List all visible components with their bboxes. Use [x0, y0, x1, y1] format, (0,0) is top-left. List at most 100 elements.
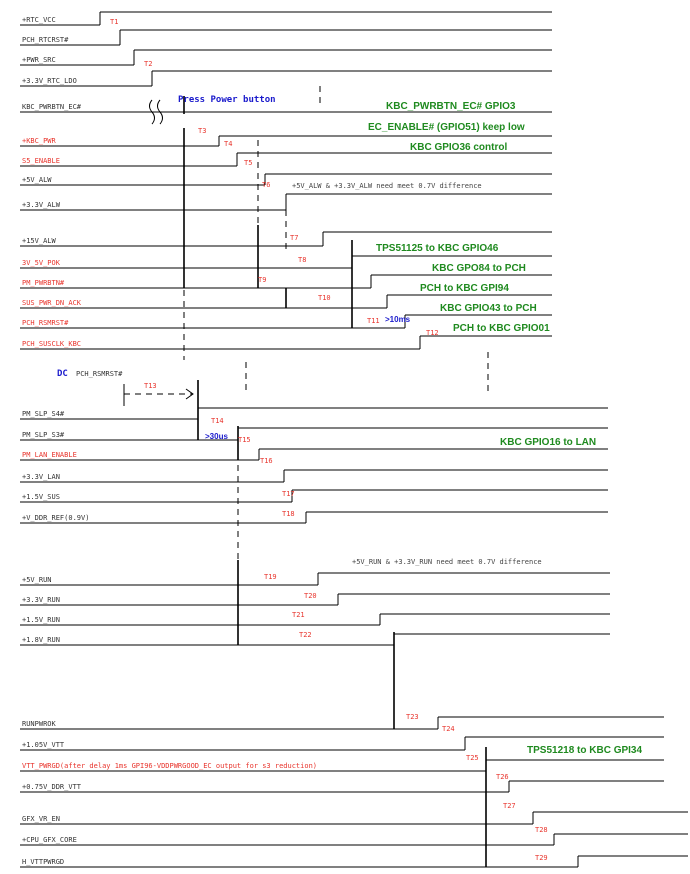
waveform-v15_run: [20, 613, 610, 626]
kbc-gpio36-note: KBC GPIO36 control: [410, 142, 507, 153]
waveform-pm_pwrbtn: [20, 274, 552, 289]
timing-t25: T25: [466, 754, 479, 762]
timing-t6: T6: [262, 181, 270, 189]
signal-label-v15_run: +1.5V_RUN: [22, 616, 60, 624]
timing-t23: T23: [406, 713, 419, 721]
signal-label-v33_alw: +3.3V_ALW: [22, 201, 61, 209]
dc-note: DC: [57, 369, 68, 379]
signal-label-v15_sus: +1.5V_SUS: [22, 493, 60, 501]
signal-label-v33_run: +3.3V_RUN: [22, 596, 60, 604]
signal-label-cpu_gfx: +CPU_GFX_CORE: [22, 836, 77, 844]
timing-t7: T7: [290, 234, 298, 242]
signal-label-v15_alw: +15V_ALW: [22, 237, 57, 245]
timing-t2: T2: [144, 60, 152, 68]
tps51218-note: TPS51218 to KBC GPI34: [527, 745, 642, 756]
timing-t19: T19: [264, 573, 277, 581]
signal-label-gfx_vr_en: GFX_VR_EN: [22, 815, 60, 823]
signal-label-ddr_vtt: +0.75V_DDR_VTT: [22, 783, 82, 791]
waveform-rtc_ldo: [20, 70, 552, 87]
signal-label-rtc_vcc: +RTC_VCC: [22, 16, 56, 24]
signal-label-rtc_ldo: +3.3V_RTC_LDO: [22, 77, 77, 85]
timing-t17: T17: [282, 490, 295, 498]
waveform-h_vttpwrgd: [20, 855, 688, 868]
signal-label-v5_alw: +5V_ALW: [22, 176, 52, 184]
signal-label-kbc_pwrbtn: KBC_PWRBTN_EC#: [22, 103, 82, 111]
waveform-ddr_vtt: [20, 780, 664, 793]
alw-difference-note: +5V_ALW & +3.3V_ALW need meet 0.7V diffe…: [292, 182, 482, 190]
signal-labels: +RTC_VCCPCH_RTCRST#+PWR_SRC+3.3V_RTC_LDO…: [22, 16, 317, 866]
timing-t4: T4: [224, 140, 232, 148]
signal-label-vtt_pwrgd: VTT_PWRGD(after delay 1ms GPI96-VDDPWRGO…: [22, 762, 317, 770]
press-power-note: Press Power button: [178, 95, 276, 105]
waveform-runpwrok: [20, 716, 664, 730]
waveform-sus_ack: [20, 294, 552, 309]
signal-label-s5_enable: S5_ENABLE: [22, 157, 60, 165]
waveform-ddr_ref: [20, 511, 608, 524]
kbc-gpo84-note: KBC GPO84 to PCH: [432, 263, 526, 274]
kbc-gpio16-note: KBC GPIO16 to LAN: [500, 437, 596, 448]
timing-t5: T5: [244, 159, 252, 167]
timing-t29: T29: [535, 854, 548, 862]
timing-t1: T1: [110, 18, 118, 26]
signal-label-pok: 3V_5V_POK: [22, 259, 61, 267]
timing-t10: T10: [318, 294, 331, 302]
timing-t11: T11: [367, 317, 380, 325]
signal-label-v18_run: +1.8V_RUN: [22, 636, 60, 644]
dashed-guides: [183, 86, 489, 560]
waveform-v18_run: [20, 633, 610, 646]
signal-label-v33_lan: +3.3V_LAN: [22, 473, 60, 481]
signal-label-slp_s4: PM_SLP_S4#: [22, 410, 65, 418]
waveform-v15_sus: [20, 489, 608, 503]
timing-labels: T1T2T3T4T5T6T7T8T9T10T11T12T13T14T15T16T…: [110, 18, 548, 862]
button-press-squiggle-icon: [149, 99, 182, 125]
waveform-pch_rtcrst: [20, 29, 552, 46]
ec-enable-note: EC_ENABLE# (GPIO51) keep low: [368, 122, 525, 133]
waveform-v15_alw: [20, 231, 552, 247]
kbc-gpio3-note: KBC_PWRBTN_EC# GPIO3: [386, 101, 516, 112]
signal-waveforms: [20, 11, 688, 868]
t13-arrow: [123, 384, 194, 406]
gt30us-note: >30us: [205, 432, 228, 441]
waveform-v5_alw: [20, 173, 552, 186]
waveform-pwr_src: [20, 49, 552, 66]
signal-label-susclk: PCH_SUSCLK_KBC: [22, 340, 81, 348]
timing-t24: T24: [442, 725, 455, 733]
waveform-s5_enable: [20, 152, 552, 167]
signal-label-sus_ack: SUS_PWR_DN_ACK: [22, 299, 82, 307]
run-difference-note: +5V_RUN & +3.3V_RUN need meet 0.7V diffe…: [352, 558, 542, 566]
waveform-slp_s4: [20, 407, 608, 420]
waveform-rtc_vcc: [20, 11, 552, 26]
timing-t16: T16: [260, 457, 273, 465]
tps51125-note: TPS51125 to KBC GPIO46: [376, 243, 499, 254]
timing-t8: T8: [298, 256, 306, 264]
timing-t22: T22: [299, 631, 312, 639]
timing-t12: T12: [426, 329, 439, 337]
signal-label-pm_pwrbtn: PM_PWRBTN#: [22, 279, 65, 287]
signal-label-pch_rsmrst: PCH_RSMRST#: [22, 319, 69, 327]
timing-t3: T3: [198, 127, 206, 135]
waveform-gfx_vr_en: [20, 811, 688, 825]
signal-label-slp_s3: PM_SLP_S3#: [22, 431, 65, 439]
waveform-cpu_gfx: [20, 833, 688, 846]
timing-t28: T28: [535, 826, 548, 834]
timing-t15: T15: [238, 436, 251, 444]
signal-label-kbc_pwr: +KBC_PWR: [22, 137, 57, 145]
waveform-v33_lan: [20, 469, 608, 483]
waveform-lan_en: [20, 448, 608, 461]
signal-label-ddr_ref: +V_DDR_REF(0.9V): [22, 514, 89, 522]
timing-t26: T26: [496, 773, 509, 781]
signal-label-v5_run: +5V_RUN: [22, 576, 52, 584]
timing-t13: T13: [144, 382, 157, 390]
signal-label-runpwrok: RUNPWROK: [22, 720, 57, 728]
waveform-pch_rsmrst: [20, 314, 552, 329]
waveform-v105_vtt: [20, 736, 664, 751]
waveform-susclk: [20, 335, 552, 350]
signal-label-v105_vtt: +1.05V_VTT: [22, 741, 65, 749]
signal-label-pwr_src: +PWR_SRC: [22, 56, 56, 64]
timing-t27: T27: [503, 802, 516, 810]
waveform-v33_alw: [20, 193, 552, 211]
timing-t18: T18: [282, 510, 295, 518]
signal-label-h_vttpwrgd: H_VTTPWRGD: [22, 858, 64, 866]
timing-t9: T9: [258, 276, 266, 284]
